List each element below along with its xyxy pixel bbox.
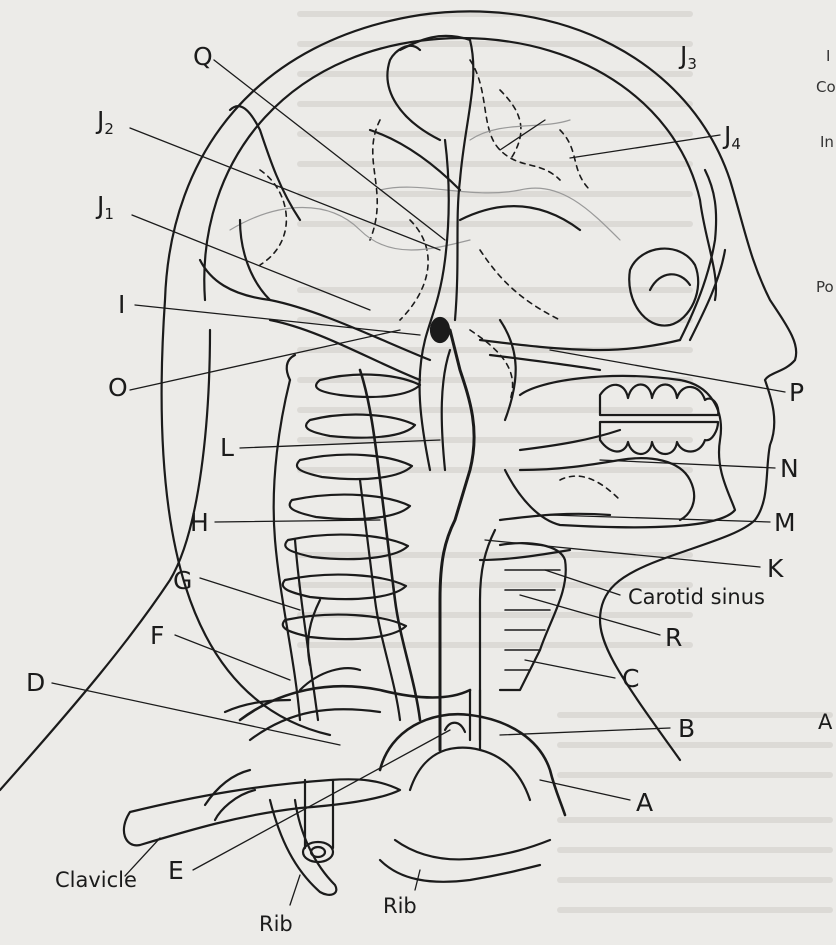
label-carotid-sinus: Carotid sinus (628, 587, 765, 608)
label-C: C (622, 666, 639, 691)
label-I: I (118, 292, 125, 317)
label-J2: J2 (97, 108, 114, 137)
label-R: R (665, 625, 682, 650)
label-J3-subscript: 3 (687, 55, 697, 73)
label-P: P (789, 380, 804, 405)
label-E: E (168, 858, 184, 883)
ear-canal (431, 318, 449, 342)
occipital-artery (200, 260, 430, 360)
edge-text-4: Po (816, 278, 834, 296)
edge-text-2: Co (816, 78, 836, 96)
edge-text-5: A (818, 712, 832, 733)
rib-1 (270, 800, 336, 895)
label-clavicle: Clavicle (55, 870, 137, 891)
label-J4-subscript: 4 (731, 135, 741, 153)
edge-text-1: I (826, 47, 830, 65)
label-N: N (780, 456, 799, 481)
label-rib-1: Rib (259, 914, 293, 935)
subclavian-artery (240, 686, 470, 720)
larynx (500, 543, 566, 690)
label-J1: J1 (97, 193, 114, 222)
aortic-arch (380, 714, 565, 815)
rib-2 (380, 860, 540, 882)
label-Q: Q (193, 44, 213, 69)
lower-teeth (600, 422, 718, 454)
label-H: H (190, 510, 209, 535)
edge-text-3: In (820, 133, 834, 151)
label-J3: J3 (680, 43, 697, 72)
label-G: G (173, 568, 192, 593)
label-D: D (26, 670, 45, 695)
label-A: A (636, 790, 653, 815)
label-J4: J4 (724, 123, 741, 152)
label-F: F (150, 623, 164, 648)
superficial-temporal (455, 40, 473, 320)
vessel-cross-section (303, 842, 333, 862)
clavicle (124, 779, 400, 845)
label-O: O (108, 375, 128, 400)
label-M: M (774, 510, 796, 535)
label-J1-subscript: 1 (104, 205, 114, 223)
label-K: K (767, 556, 783, 581)
label-B: B (678, 716, 695, 741)
label-rib-2: Rib (383, 896, 417, 917)
common-carotid (440, 330, 474, 750)
label-L: L (220, 435, 234, 460)
vertebral-column (283, 375, 420, 640)
label-J2-subscript: 2 (104, 120, 114, 138)
orbit (629, 249, 698, 326)
